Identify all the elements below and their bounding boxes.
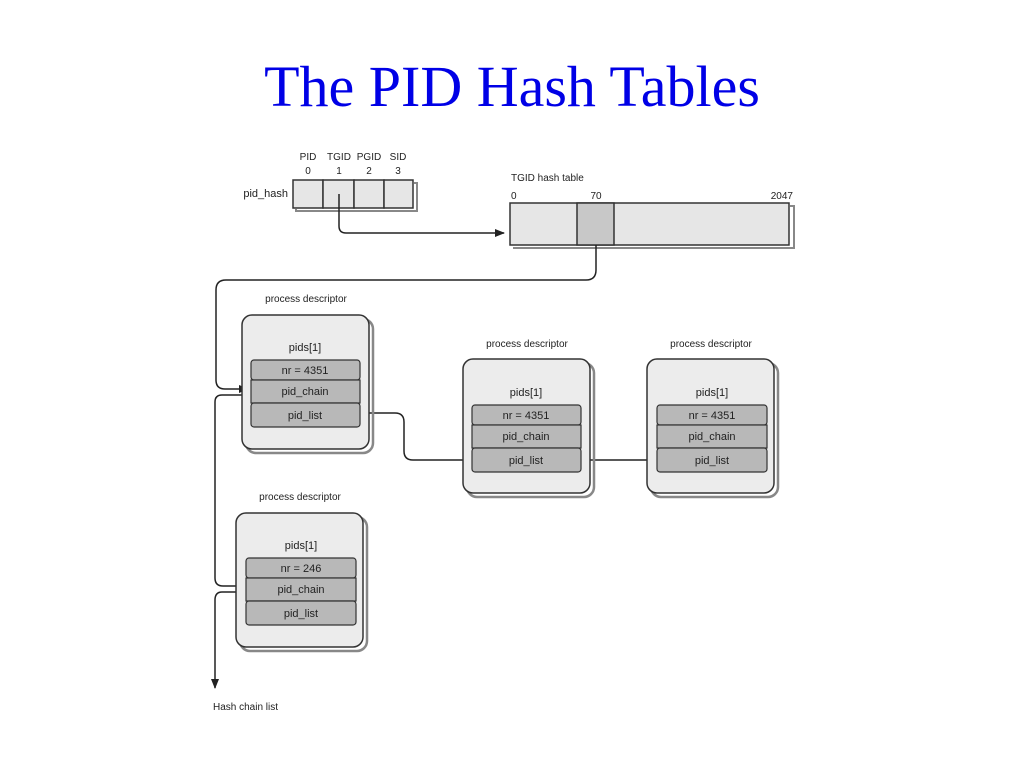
descriptor-2-pid-list: pid_list	[509, 455, 543, 467]
tgid-table-start-index: 0	[511, 191, 517, 202]
descriptor-1-label: process descriptor	[265, 294, 347, 305]
descriptor-4-pid-list: pid_list	[284, 608, 318, 620]
pgid-column-name: PGID	[357, 152, 381, 163]
list-1-to-2-arrow	[347, 409, 492, 464]
pid-hash-array: pid_hash PID 0 TGID 1 PGID 2 SID 3	[243, 152, 418, 212]
process-descriptor-4: process descriptor pids[1] nr = 246 pid_…	[235, 492, 369, 653]
descriptor-2-pid-chain: pid_chain	[502, 431, 549, 443]
pid-column-name: PID	[300, 152, 317, 163]
process-descriptor-1: process descriptor pids[1] nr = 4351 pid…	[241, 294, 375, 455]
pid-hash-cell-sid	[383, 179, 414, 209]
descriptor-4-pids: pids[1]	[285, 540, 317, 552]
process-descriptor-3: process descriptor pids[1] nr = 4351 pid…	[646, 339, 780, 499]
descriptor-2-nr: nr = 4351	[503, 410, 550, 422]
descriptor-4-nr: nr = 246	[281, 563, 322, 575]
descriptor-3-pids: pids[1]	[696, 387, 728, 399]
tgid-table-end-index: 2047	[771, 191, 794, 202]
descriptor-3-pid-list: pid_list	[695, 455, 729, 467]
descriptor-2-label: process descriptor	[486, 339, 568, 350]
hash-chain-list-label: Hash chain list	[213, 702, 278, 713]
descriptor-1-nr: nr = 4351	[282, 365, 329, 377]
slide-title: The PID Hash Tables	[264, 54, 760, 119]
tgid-column-index: 1	[336, 166, 342, 177]
tgid-hash-table: TGID hash table 0 70 2047	[509, 173, 795, 249]
descriptor-3-pid-chain: pid_chain	[688, 431, 735, 443]
descriptor-1-pid-list: pid_list	[288, 410, 322, 422]
descriptor-1-pids: pids[1]	[289, 342, 321, 354]
chain-1-to-4-arrow	[214, 394, 249, 590]
tgid-table-slot	[576, 202, 615, 246]
pid-hash-cell-pid	[292, 179, 324, 209]
tgid-column-name: TGID	[327, 152, 351, 163]
pgid-column-index: 2	[366, 166, 372, 177]
descriptor-2-pids: pids[1]	[510, 387, 542, 399]
descriptor-3-label: process descriptor	[670, 339, 752, 350]
descriptor-1-pid-chain: pid_chain	[281, 386, 328, 398]
chain-to-hash-list-arrow	[211, 591, 248, 689]
descriptor-4-label: process descriptor	[259, 492, 341, 503]
descriptor-3-nr: nr = 4351	[689, 410, 736, 422]
tgid-table-slot-index: 70	[590, 191, 602, 202]
sid-column-index: 3	[395, 166, 401, 177]
pid-hash-label: pid_hash	[243, 188, 288, 200]
pid-column-index: 0	[305, 166, 311, 177]
tgid-to-table-arrow	[338, 194, 505, 237]
tgid-table-label: TGID hash table	[511, 173, 584, 184]
pid-hash-cell-pgid	[353, 179, 385, 209]
sid-column-name: SID	[390, 152, 407, 163]
descriptor-4-pid-chain: pid_chain	[277, 584, 324, 596]
tgid-table-array	[509, 202, 790, 246]
process-descriptor-2: process descriptor pids[1] nr = 4351 pid…	[462, 339, 596, 499]
slot-to-chain-arrow	[215, 245, 597, 393]
